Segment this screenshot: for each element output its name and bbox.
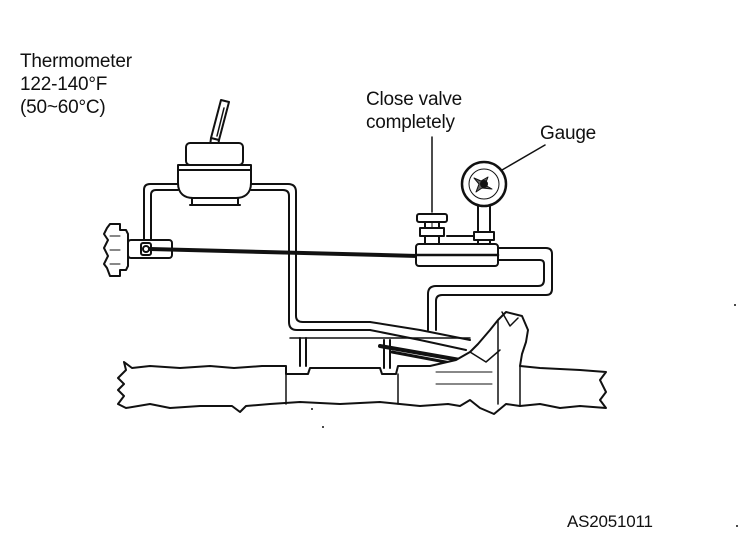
- steering-gear-housing: [117, 311, 607, 415]
- pressure-gauge: [446, 160, 508, 245]
- thermometer-label-line-2: 122-140°F: [20, 74, 108, 95]
- gear-box-hoses: [289, 321, 471, 369]
- pressure-tester: [407, 243, 553, 331]
- close-valve-label: Close valve completely: [366, 88, 462, 134]
- reservoir-hoses: [143, 183, 371, 331]
- thermometer-label-line-3: (50~60°C): [20, 97, 106, 118]
- gauge-label: Gauge: [540, 123, 597, 144]
- thermometer-label: Thermometer 122-140°F (50~60°C): [20, 50, 132, 119]
- scan-specks: [311, 304, 738, 527]
- thermometer: [209, 99, 230, 147]
- reservoir-tank: [177, 142, 252, 206]
- close-valve-label-line-2: completely: [366, 112, 455, 133]
- figure-code: AS2051011: [567, 512, 653, 531]
- thermometer-probe: [148, 247, 420, 258]
- gauge-leader-line: [501, 144, 546, 171]
- close-valve-label-line-1: Close valve: [366, 89, 463, 110]
- thermometer-label-line-1: Thermometer: [20, 51, 132, 72]
- shut-off-valve: [416, 213, 448, 245]
